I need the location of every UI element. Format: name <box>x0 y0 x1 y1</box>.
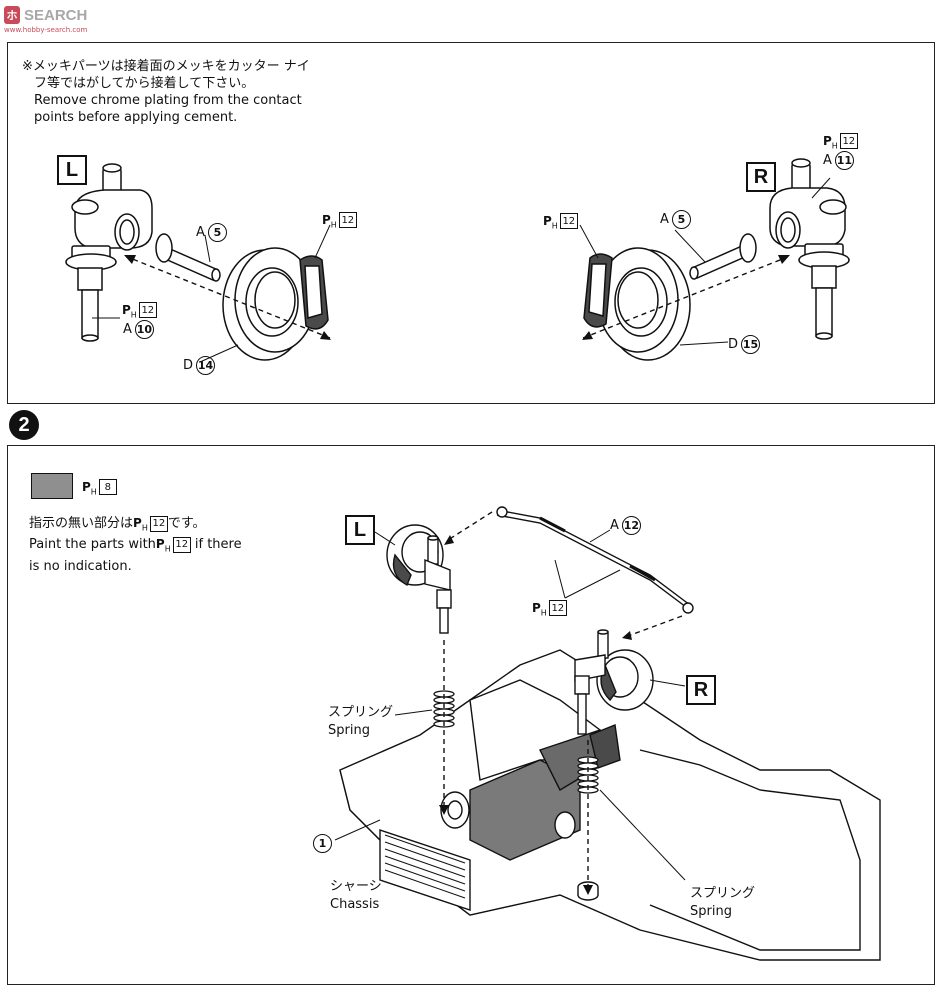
chassis-label: シャーシ Chassis <box>330 879 382 912</box>
chassis-part <box>339 649 881 961</box>
left-side-label: L <box>57 155 87 185</box>
left-part-a10-number: 10 <box>134 320 154 339</box>
motor-part <box>440 724 621 861</box>
watermark-logo: ホ SEARCH <box>4 4 87 26</box>
tie-rod-part <box>496 506 694 614</box>
left-knuckle-part <box>65 163 153 342</box>
chassis-part-1-number: 1 <box>313 834 332 853</box>
swatch-paint-code: 8 <box>98 479 117 495</box>
spring-left-label: スプリング Spring <box>328 705 394 738</box>
right-part-d15-number: 15 <box>741 335 761 354</box>
left-spring-part <box>433 690 455 728</box>
right-knuckle-part <box>769 158 850 340</box>
right-brake-drum-part <box>583 247 691 361</box>
chrome-note-jp: ※メッキパーツは接着面のメッキをカッター ナイフ等ではがしてから接着して下さい。 <box>22 59 310 91</box>
right-part-a5-number: 5 <box>671 210 691 229</box>
chassis-part-1-label: 1 <box>313 834 332 853</box>
left-pin-part <box>155 233 221 282</box>
step2-right-label: R <box>686 675 716 705</box>
right-paint-ph12-code: 12 <box>559 213 578 229</box>
right-pin-part <box>689 233 757 280</box>
tie-rod-a12-number: 12 <box>621 516 641 535</box>
paint-swatch <box>31 473 73 499</box>
left-part-d14-number: 14 <box>196 356 216 375</box>
right-side-label: R <box>746 162 776 192</box>
left-paint-ph12-code: 12 <box>338 212 357 228</box>
chrome-note-en: Remove chrome plating from the contact p… <box>34 93 302 125</box>
right-hub-assembly <box>574 629 654 735</box>
right-part-a11-number: 11 <box>834 151 854 170</box>
step2-left-label: L <box>345 515 375 545</box>
watermark-text: SEARCH <box>24 6 88 24</box>
step-2-badge: 2 <box>9 410 39 440</box>
left-lower-paint-code: 12 <box>138 302 157 318</box>
tie-rod-paint-code: 12 <box>548 600 567 616</box>
right-top-paint-code: 12 <box>839 133 858 149</box>
chrome-note: ※メッキパーツは接着面のメッキをカッター ナイフ等ではがしてから接着して下さい。… <box>22 58 322 126</box>
spring-right-label: スプリング Spring <box>690 886 756 919</box>
left-part-a5-number: 5 <box>207 223 227 242</box>
watermark-glyph-icon: ホ <box>4 6 20 24</box>
left-brake-drum-part <box>222 247 329 361</box>
left-hub-assembly <box>386 524 452 634</box>
default-paint-note-en-2: is no indication. <box>29 558 132 574</box>
watermark-url: www.hobby-search.com <box>4 26 88 34</box>
